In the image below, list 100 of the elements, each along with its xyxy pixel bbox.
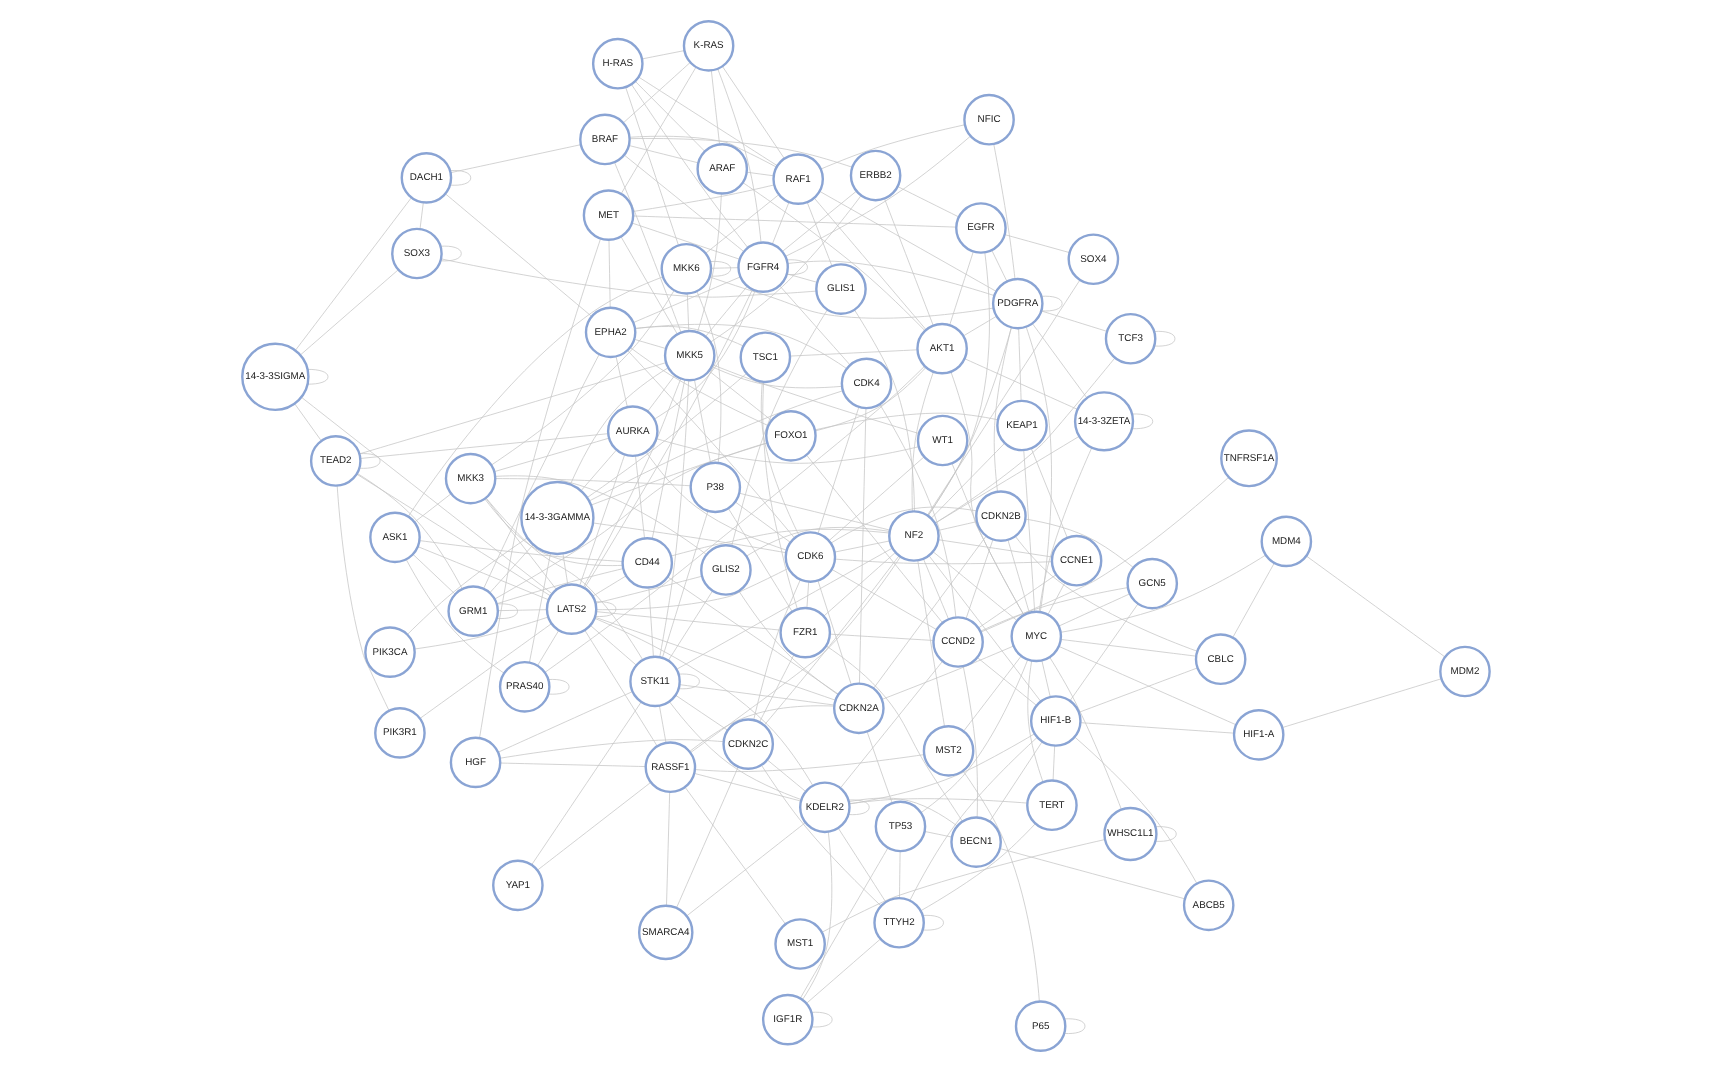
connector [709,276,994,319]
connector [920,659,1029,814]
connector [412,553,456,595]
connector [753,579,801,721]
connector [670,528,890,557]
connector [615,356,628,408]
connector [301,397,553,595]
connector [634,326,744,347]
connector [544,366,925,673]
connector [654,290,756,420]
connector [1014,535,1198,652]
connector [819,190,997,292]
connector [676,547,893,670]
connector [1064,1018,1086,1034]
connector [840,660,943,788]
connector [294,197,412,351]
connector [407,537,528,635]
connector [917,560,945,727]
connector [631,222,741,260]
connector [811,1011,833,1028]
connector [583,378,682,588]
connector [494,442,768,600]
connector [445,193,592,317]
connector [762,381,798,610]
connector [1132,413,1154,430]
connector [978,574,1057,629]
connector [806,581,810,608]
connector [911,371,934,512]
connector [873,535,987,689]
connector [1306,555,1445,658]
connector [1058,593,1130,627]
connector [879,404,957,618]
connector [359,453,381,469]
connector [712,364,920,434]
connector [831,569,937,630]
connector [633,338,667,349]
connector [634,323,847,369]
connector [993,143,1016,280]
connector [1058,645,1237,726]
connector [495,475,707,555]
connector [594,601,617,617]
connector [1052,745,1056,781]
connector [675,694,728,731]
connector [499,739,724,759]
connector [485,497,557,590]
connector [802,831,833,1000]
connector [1060,554,1266,633]
connector [962,666,978,818]
connector [814,412,999,431]
connector [666,791,671,906]
connector [596,568,789,611]
connector [684,786,786,925]
connector [924,831,953,838]
connector [656,438,919,464]
connector [999,848,1186,900]
connector [627,350,795,539]
connector [641,50,685,60]
connector [496,568,624,605]
connector [499,762,647,767]
connector [708,370,772,421]
connector [359,362,667,455]
connector [977,657,1037,706]
connector [300,269,399,356]
connector [356,472,463,590]
connector [746,527,890,557]
connector [531,701,642,866]
connector [419,540,623,562]
connector [668,590,714,661]
connector [590,625,637,666]
connector [806,938,881,1004]
connector [622,62,691,124]
connector [497,691,633,753]
connector [449,170,472,186]
connector [614,162,682,333]
connector [964,358,1078,410]
connector [1155,826,1177,842]
connector [814,197,927,330]
connector [1032,323,1088,398]
connector [980,587,1129,632]
connector [638,76,778,167]
connector [962,770,1040,1002]
connector [1047,582,1066,615]
connector [632,215,957,228]
connector [608,239,611,308]
connector [817,406,860,534]
connector [763,555,900,726]
connector [529,552,551,663]
connector [761,764,882,907]
connector [592,575,627,597]
connector [1025,518,1134,568]
connector [932,551,1018,621]
connector [1004,234,1070,253]
connector [588,390,844,502]
connector [823,552,896,617]
connector [584,629,658,747]
connector [709,261,732,277]
connector [662,510,709,658]
connector [307,369,329,385]
connector [1041,660,1051,698]
connector [620,66,697,195]
